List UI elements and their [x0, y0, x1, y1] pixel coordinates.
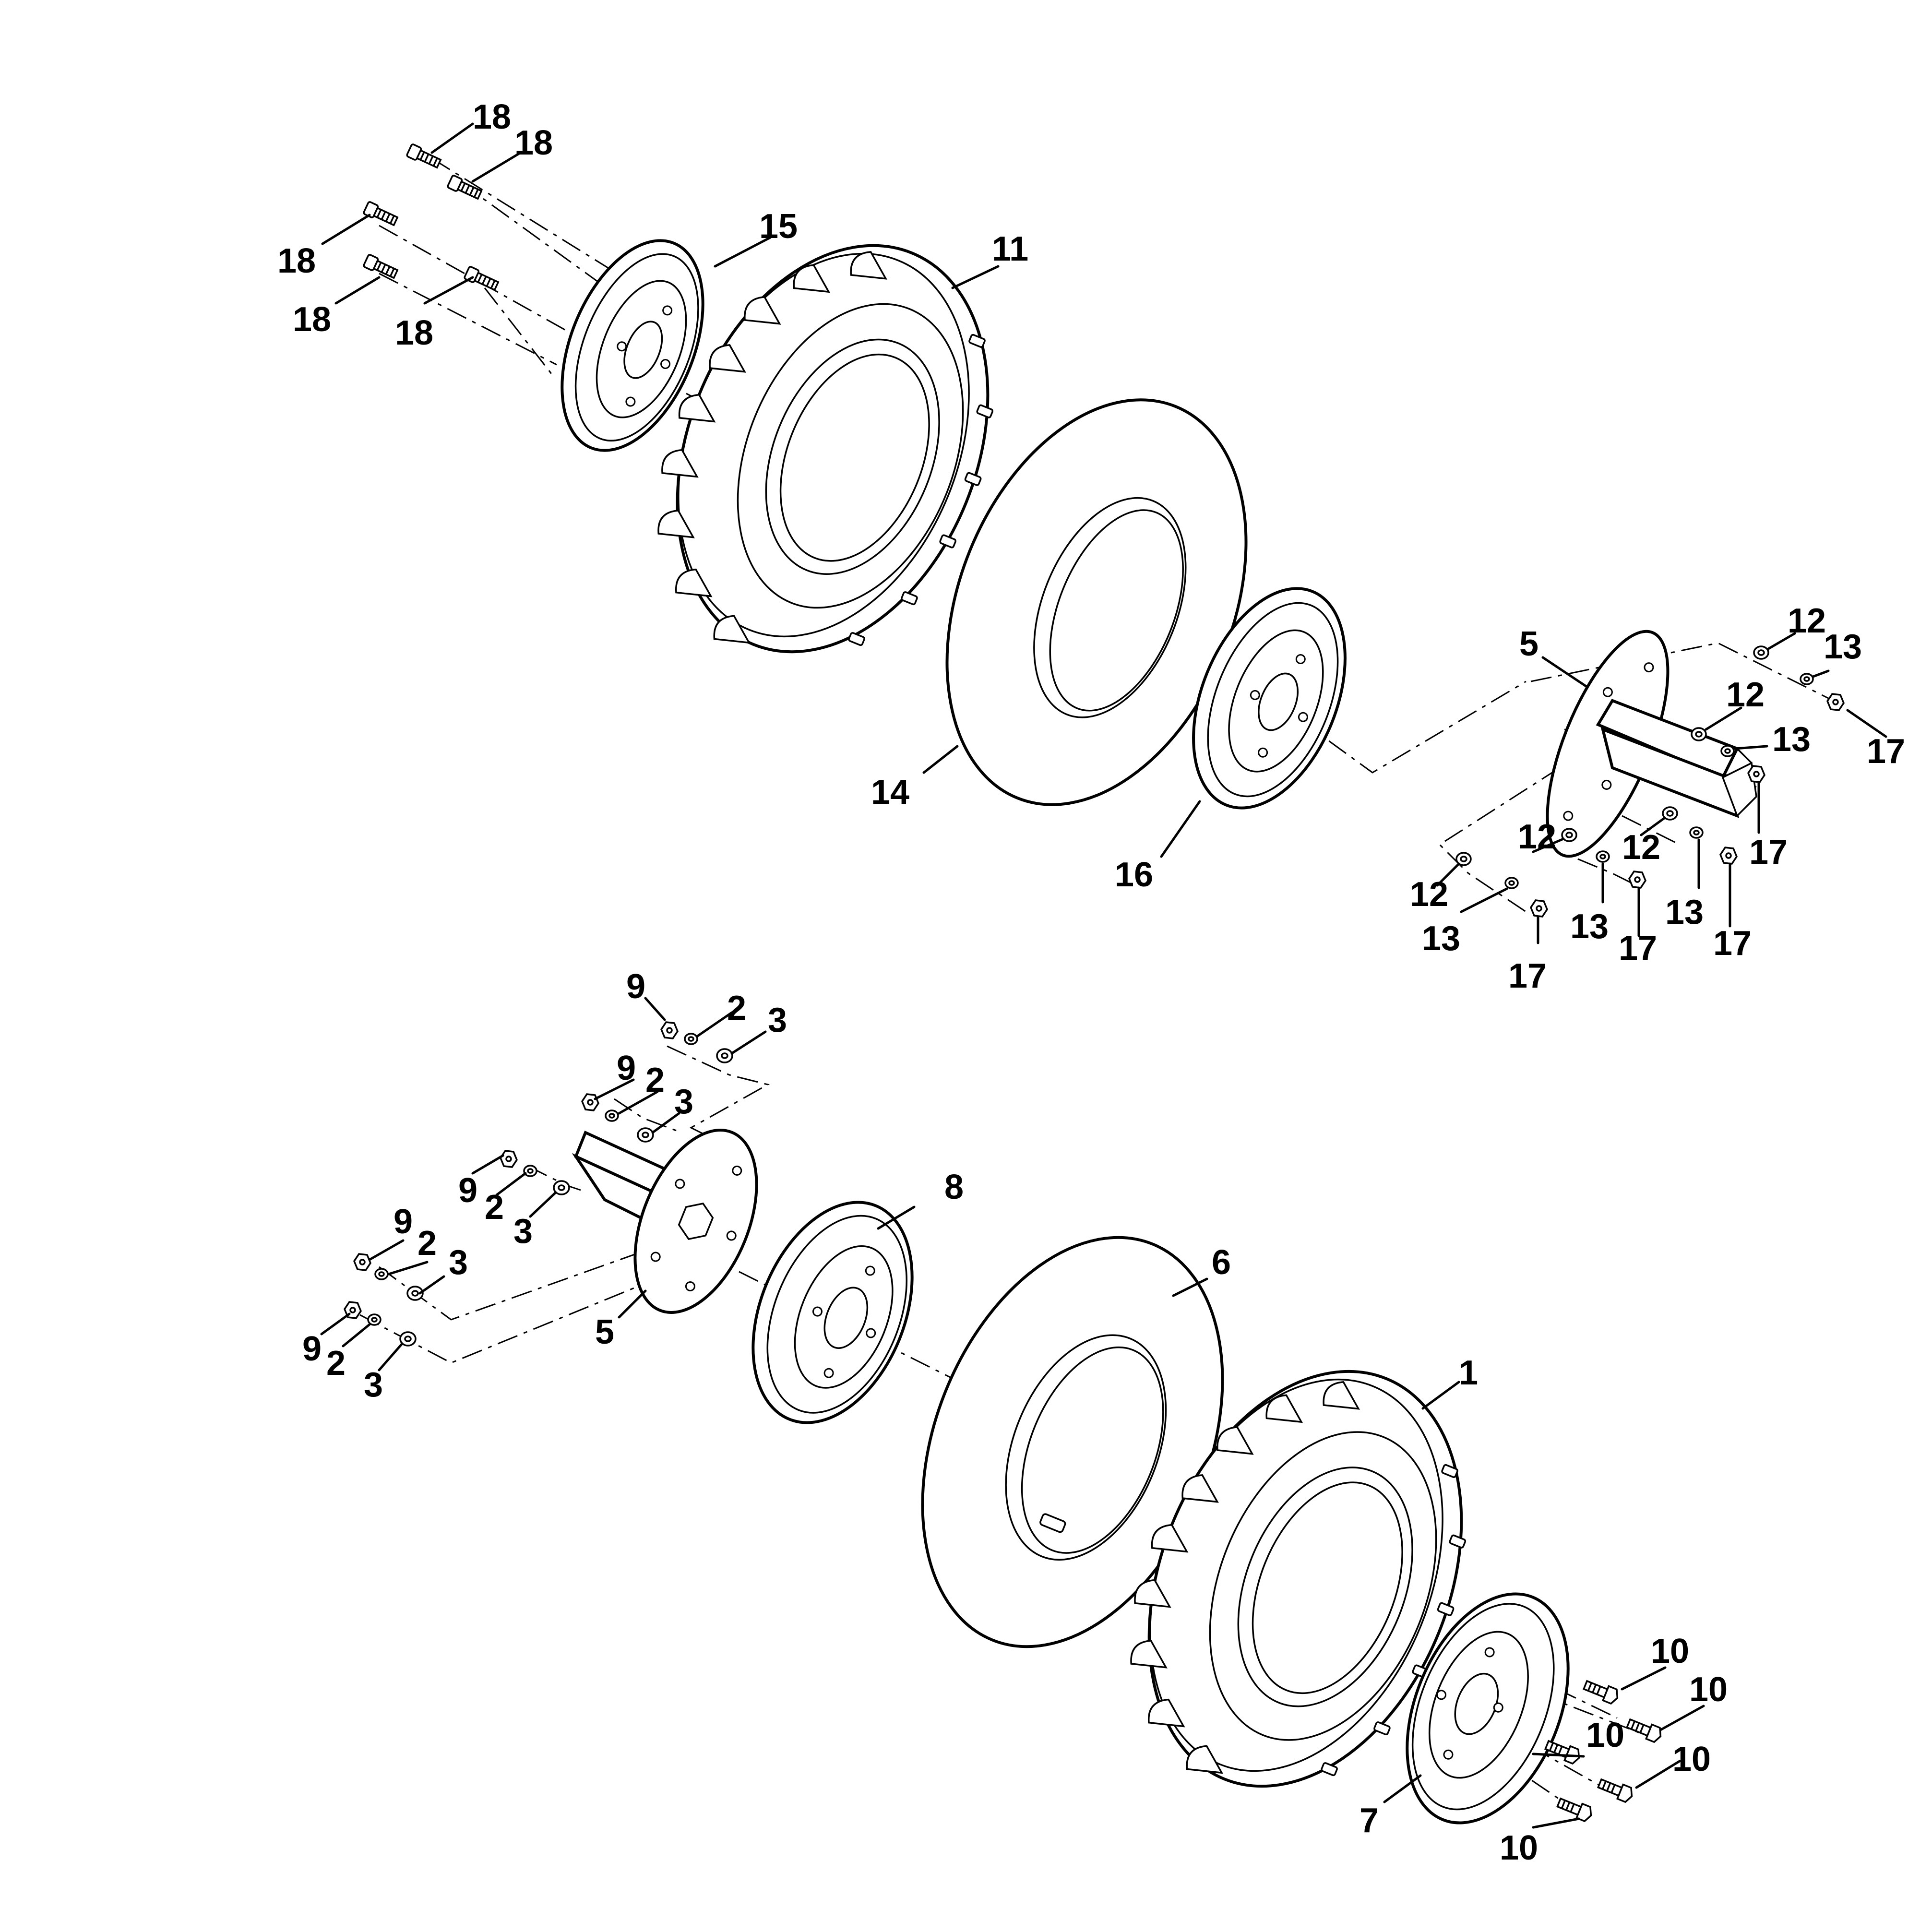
callout-10: 10	[1651, 1632, 1689, 1670]
callout-12: 12	[1410, 875, 1448, 914]
callout-14: 14	[871, 773, 909, 811]
bolts-10	[1544, 1680, 1662, 1823]
callout-2: 2	[645, 1061, 665, 1099]
callout-12: 12	[1622, 828, 1660, 867]
callout-10: 10	[1586, 1716, 1624, 1754]
callout-7: 7	[1360, 1801, 1379, 1840]
callout-11: 11	[992, 230, 1028, 268]
nuts-17-upper	[1530, 693, 1845, 918]
callout-9: 9	[626, 967, 645, 1006]
callout-6: 6	[1212, 1243, 1231, 1282]
callout-18: 18	[473, 98, 511, 136]
bolt-18	[363, 254, 399, 279]
bolts-18	[363, 143, 500, 291]
callout-1: 1	[1459, 1354, 1478, 1392]
rim-half-15	[561, 239, 704, 452]
rim-half-7	[1406, 1592, 1570, 1825]
bolt-18	[406, 143, 442, 169]
callout-9: 9	[458, 1171, 477, 1210]
callout-16: 16	[1115, 856, 1153, 894]
callout-18: 18	[277, 242, 316, 280]
callout-3: 3	[513, 1212, 533, 1251]
washers-3-lower	[399, 1048, 733, 1347]
callout-18: 18	[395, 314, 433, 352]
callout-10: 10	[1689, 1670, 1728, 1709]
callout-3: 3	[768, 1001, 787, 1039]
callout-12: 12	[1726, 676, 1765, 714]
hub-flange-5-lower	[572, 1129, 758, 1314]
callout-13: 13	[1824, 628, 1862, 666]
bolt-10	[1582, 1680, 1619, 1705]
callout-15: 15	[759, 207, 798, 246]
callout-2: 2	[485, 1188, 504, 1227]
callout-17: 17	[1749, 833, 1788, 871]
bolt-18	[447, 175, 483, 200]
callout-13: 13	[1772, 720, 1811, 759]
callout-13: 13	[1570, 907, 1609, 946]
rim-half-8	[751, 1201, 914, 1424]
rim-half-16	[1192, 587, 1347, 810]
callout-13: 13	[1665, 893, 1704, 931]
tyre-1	[1130, 1370, 1467, 1788]
callout-2: 2	[326, 1344, 346, 1383]
bolt-18	[464, 266, 500, 291]
tyre-11	[657, 244, 994, 654]
callout-10: 10	[1672, 1740, 1711, 1778]
callout-17: 17	[1713, 924, 1752, 963]
spring-washers-13-upper	[1504, 673, 1814, 889]
callout-18: 18	[293, 300, 331, 339]
callout-17: 17	[1867, 732, 1905, 771]
callout-9: 9	[394, 1203, 413, 1241]
callout-13: 13	[1422, 919, 1460, 958]
callout-9: 9	[617, 1049, 636, 1087]
washers-12-upper	[1455, 645, 1769, 866]
callout-3: 3	[364, 1366, 383, 1404]
callout-8: 8	[944, 1168, 964, 1206]
callout-2: 2	[417, 1224, 437, 1263]
inner-tube-6	[921, 1236, 1224, 1648]
callout-17: 17	[1508, 957, 1547, 995]
hub-flange-5-upper	[1546, 630, 1757, 858]
callout-5: 5	[1519, 625, 1538, 663]
callout-3: 3	[449, 1243, 468, 1282]
bolt-10	[1625, 1718, 1662, 1743]
callout-12: 12	[1788, 602, 1826, 640]
callout-9: 9	[302, 1330, 322, 1368]
callout-3: 3	[674, 1083, 693, 1121]
callout-5: 5	[595, 1313, 614, 1351]
callout-17: 17	[1619, 929, 1657, 967]
callout-2: 2	[727, 989, 746, 1027]
spring-washers-2-lower	[367, 1033, 698, 1326]
callout-12: 12	[1518, 818, 1556, 856]
bolt-18	[363, 201, 399, 227]
bolt-10	[1597, 1778, 1633, 1803]
callout-labels: 18 18 18 18 18 15 11 14 16 5 12 13 17 12…	[277, 98, 1905, 1867]
callout-10: 10	[1500, 1829, 1538, 1867]
bolt-10	[1556, 1797, 1592, 1823]
bolt-10	[1544, 1740, 1580, 1765]
leader-lines	[320, 122, 1887, 1829]
callout-18: 18	[514, 124, 553, 162]
